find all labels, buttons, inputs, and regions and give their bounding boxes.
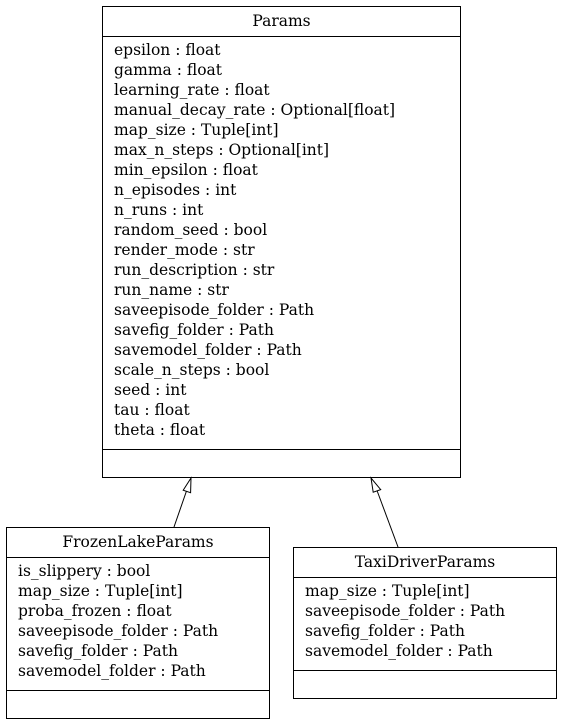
attribute: max_n_steps : Optional[int] xyxy=(114,141,330,159)
attribute: random_seed : bool xyxy=(114,221,268,239)
attribute: savemodel_folder : Path xyxy=(18,662,206,680)
attributes-compartment: is_slippery : bool map_size : Tuple[int]… xyxy=(7,558,269,691)
class-params: Params epsilon : float gamma : float lea… xyxy=(102,6,461,478)
attribute: epsilon : float xyxy=(114,41,221,59)
class-title: TaxiDriverParams xyxy=(294,548,556,578)
attribute: savefig_folder : Path xyxy=(305,622,465,640)
attribute: saveepisode_folder : Path xyxy=(18,622,219,640)
inheritance-arrowhead-icon xyxy=(182,476,192,494)
attribute: render_mode : str xyxy=(114,241,255,259)
attribute: learning_rate : float xyxy=(114,81,270,99)
attribute: savefig_folder : Path xyxy=(114,321,274,339)
inheritance-edge-frozen-lake xyxy=(173,476,192,528)
attribute: theta : float xyxy=(114,421,206,439)
inheritance-line xyxy=(173,490,187,528)
attribute: seed : int xyxy=(114,381,187,399)
attribute: gamma : float xyxy=(114,61,223,79)
attribute: map_size : Tuple[int] xyxy=(18,582,183,600)
attribute: n_episodes : int xyxy=(114,181,237,199)
attribute: map_size : Tuple[int] xyxy=(114,121,279,139)
class-taxi-driver-params: TaxiDriverParams map_size : Tuple[int] s… xyxy=(293,547,557,699)
inheritance-edge-taxi-driver xyxy=(370,476,399,548)
attribute: min_epsilon : float xyxy=(114,161,258,179)
attribute: saveepisode_folder : Path xyxy=(114,301,315,319)
attribute: manual_decay_rate : Optional[float] xyxy=(114,101,396,119)
attribute: savemodel_folder : Path xyxy=(305,642,493,660)
attribute: run_description : str xyxy=(114,261,275,279)
attributes-compartment: map_size : Tuple[int] saveepisode_folder… xyxy=(294,578,556,671)
attribute: scale_n_steps : bool xyxy=(114,361,270,379)
attribute: run_name : str xyxy=(114,281,229,299)
attributes-compartment: epsilon : float gamma : float learning_r… xyxy=(103,37,460,450)
inheritance-line xyxy=(376,490,399,548)
inheritance-arrowhead-icon xyxy=(370,476,382,493)
attribute: map_size : Tuple[int] xyxy=(305,582,470,600)
attribute: proba_frozen : float xyxy=(18,602,172,620)
class-title: FrozenLakeParams xyxy=(7,528,269,558)
attribute: saveepisode_folder : Path xyxy=(305,602,506,620)
attribute: is_slippery : bool xyxy=(18,562,151,580)
class-frozen-lake-params: FrozenLakeParams is_slippery : bool map_… xyxy=(6,527,270,719)
attribute: savemodel_folder : Path xyxy=(114,341,302,359)
class-title: Params xyxy=(103,7,460,37)
attribute: tau : float xyxy=(114,401,190,419)
attribute: n_runs : int xyxy=(114,201,204,219)
attribute: savefig_folder : Path xyxy=(18,642,178,660)
